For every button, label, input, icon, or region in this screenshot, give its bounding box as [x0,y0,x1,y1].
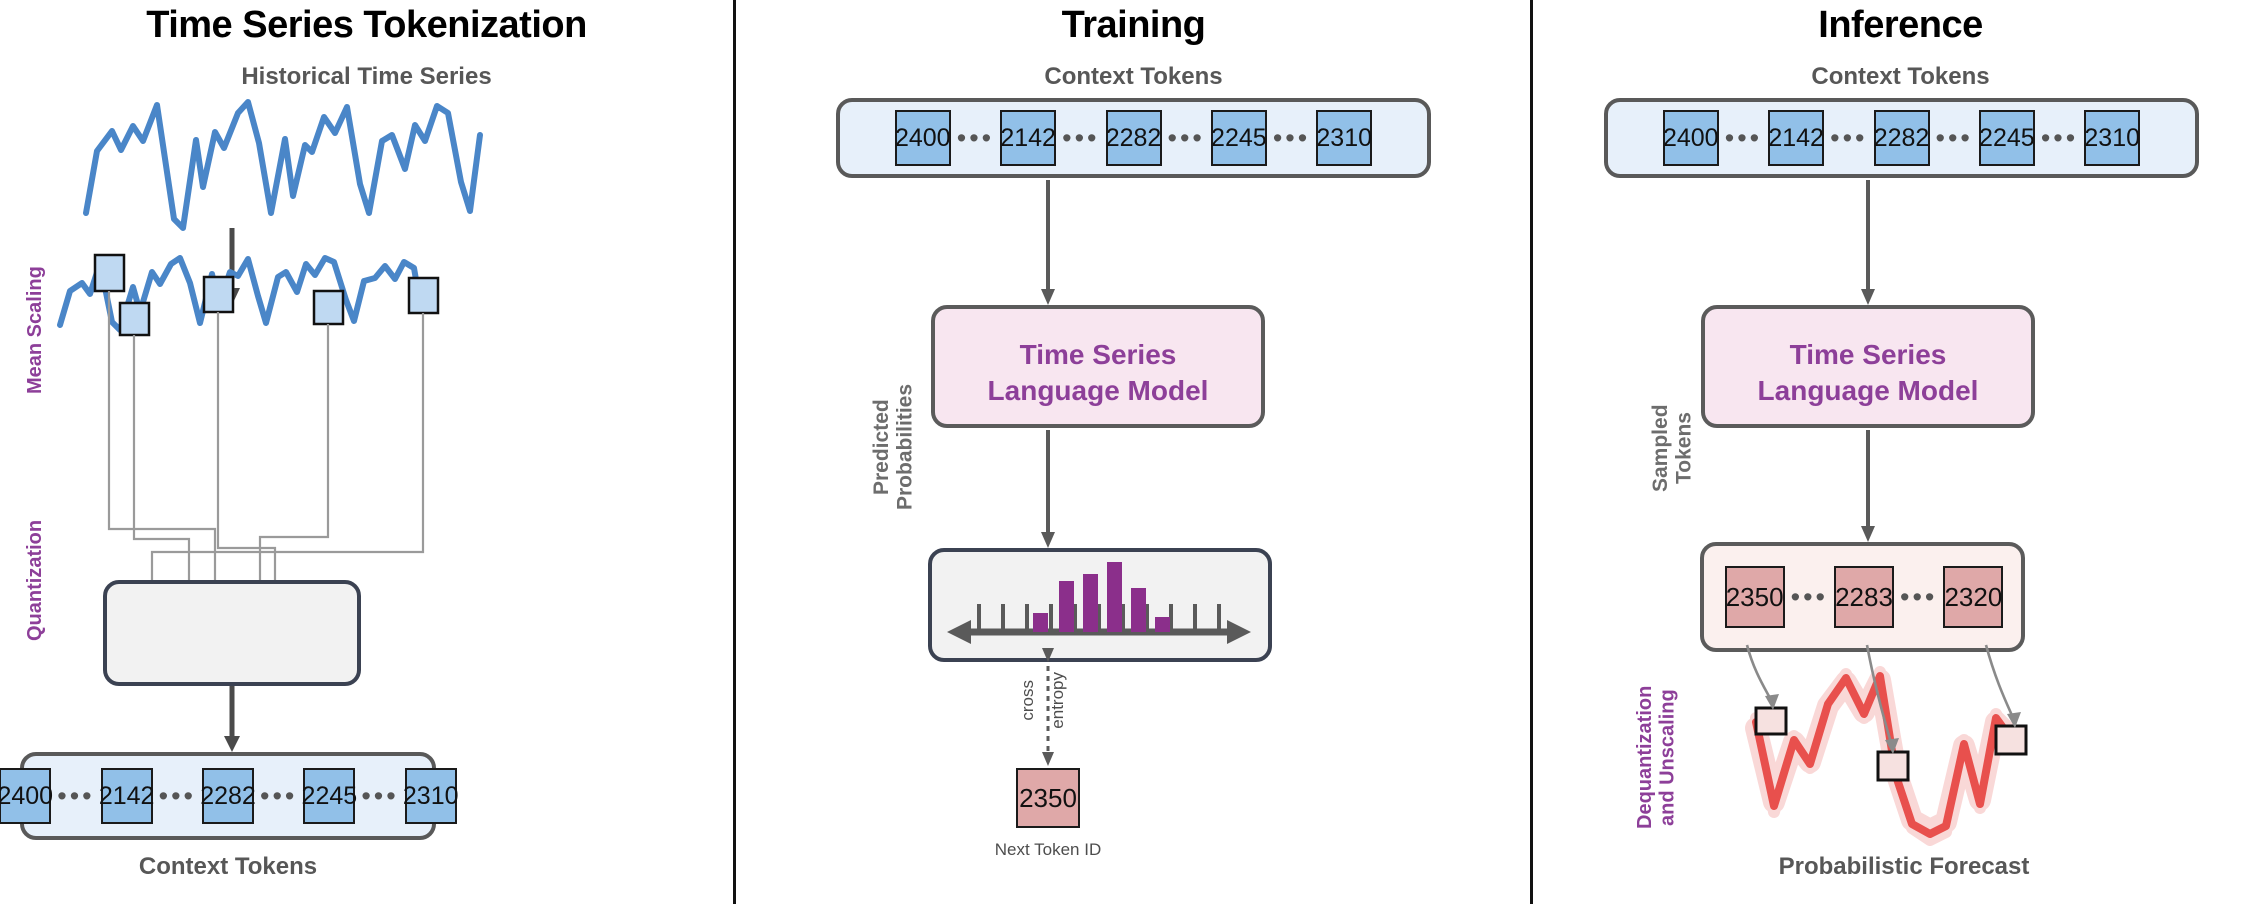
ellipsis: ••• [1724,122,1763,153]
token-chip[interactable]: 2310 [1316,110,1373,166]
time-series-language-model-box-training: Time Series Language Model [931,305,1265,428]
token-chip[interactable]: 2282 [1873,110,1930,166]
panel-divider-2 [1530,0,1533,904]
arrow-context-to-model-head [1041,289,1055,305]
forecast-uncertainty-band [1745,666,2023,846]
token-chip[interactable]: 2245 [1978,110,2035,166]
sampled-token-chip[interactable]: 2350 [1713,555,1785,628]
panel-divider-1 [733,0,736,904]
historical-time-series-label: Historical Time Series [241,63,492,90]
panel-training: Training Context Tokens 2400 ••• 2142 ••… [737,0,1530,904]
panel-title-training: Training [1061,4,1206,46]
token-chip[interactable]: 2310 [403,768,459,824]
historical-series-line [83,99,483,231]
sampled-to-forecast-connectors [1745,644,2016,747]
sampled-tokens-row: 2350 ••• 2283 ••• 2320 [1713,552,2014,642]
ellipsis: ••• [1272,122,1311,153]
time-series-language-model-box-inference: Time Series Language Model [1701,305,2035,428]
sampled-token-chip[interactable]: 2283 [1823,555,1894,628]
sampled-to-forecast-arrowheads [1765,694,2021,754]
ellipsis: ••• [1935,122,1973,153]
dequantization-and-unscaling-label: Dequantization and Unscaling [1634,685,1679,830]
arrow-context-to-model-head [1861,289,1875,305]
ellipsis: ••• [57,780,95,811]
panel-time-series-tokenization: Time Series Tokenization Historical Time… [0,0,733,904]
token-chip[interactable]: 2142 [99,768,154,824]
sampled-token-chip[interactable]: 2320 [1932,555,2004,628]
tokenize-arrow-head [224,736,240,752]
token-chip[interactable]: 2142 [1000,110,1057,166]
panel-title-tokenization: Time Series Tokenization [146,4,587,46]
forecast-highlight-boxes [1754,706,2028,782]
next-token-chip[interactable]: 2350 [1016,768,1080,828]
context-tokens-row-inference: 2400 ••• 2142 ••• 2282 ••• 2245 ••• 2310 [1604,98,2199,178]
quantization-container [103,580,361,686]
next-token-caption: Next Token ID [994,840,1102,859]
ellipsis: ••• [1790,581,1828,612]
arrow-model-to-sampled-head [1861,526,1875,542]
context-tokens-caption-training: Context Tokens [1044,63,1223,90]
ellipsis: ••• [260,780,298,811]
cross-entropy-label-left: cross [1018,680,1037,721]
predicted-probabilities-container [928,548,1272,662]
model-box-label: Time Series Language Model [1757,339,1979,406]
ellipsis: ••• [1900,581,1938,612]
ellipsis: ••• [1830,122,1868,153]
ellipsis: ••• [2040,122,2079,153]
token-chip[interactable]: 2142 [1768,110,1825,166]
ellipsis: ••• [158,780,196,811]
stage-label-mean-scaling: Mean Scaling [24,266,46,394]
context-tokens-row-training: 2400 ••• 2142 ••• 2282 ••• 2245 ••• 2310 [836,98,1431,178]
ellipsis: ••• [1167,122,1205,153]
panel-inference: Inference Context Tokens 2400 ••• 2142 •… [1534,0,2267,904]
quantization-connectors [107,291,425,617]
arrow-model-to-probs-head [1041,532,1055,548]
token-chip[interactable]: 2310 [2084,110,2141,166]
token-chip[interactable]: 2400 [894,110,951,166]
ellipsis: ••• [361,780,399,811]
context-tokens-container-tokenization [20,752,436,840]
token-chip[interactable]: 2282 [1105,110,1162,166]
token-chip[interactable]: 2400 [1662,110,1719,166]
probabilistic-forecast-caption: Probabilistic Forecast [1778,853,2030,880]
sampled-tokens-label: Sampled Tokens [1649,404,1696,492]
token-chip[interactable]: 2282 [200,768,256,824]
context-tokens-caption-tokenization: Context Tokens [138,853,318,880]
quantization-highlight-boxes [93,253,440,337]
stage-label-quantization: Quantization [24,519,46,641]
token-chip[interactable]: 2245 [1210,110,1267,166]
forecast-series-line [1752,672,2016,838]
predicted-probabilities-label: Predicted Probabilities [870,383,917,511]
context-tokens-row-tokenization: 2400 ••• 2142 ••• 2282 ••• 2245 ••• 2310 [0,752,459,840]
context-tokens-caption-inference: Context Tokens [1811,63,1990,90]
panel-title-inference: Inference [1818,4,1983,46]
cross-entropy-arrow-down [1042,752,1054,766]
scaled-series-line [57,255,424,333]
scaling-arrow-head [224,288,240,305]
token-chip[interactable]: 2400 [0,768,53,824]
ellipsis: ••• [956,122,995,153]
cross-entropy-label-right: entropy [1048,672,1067,729]
model-box-label: Time Series Language Model [987,339,1209,406]
ellipsis: ••• [1062,122,1100,153]
token-chip[interactable]: 2245 [302,768,357,824]
